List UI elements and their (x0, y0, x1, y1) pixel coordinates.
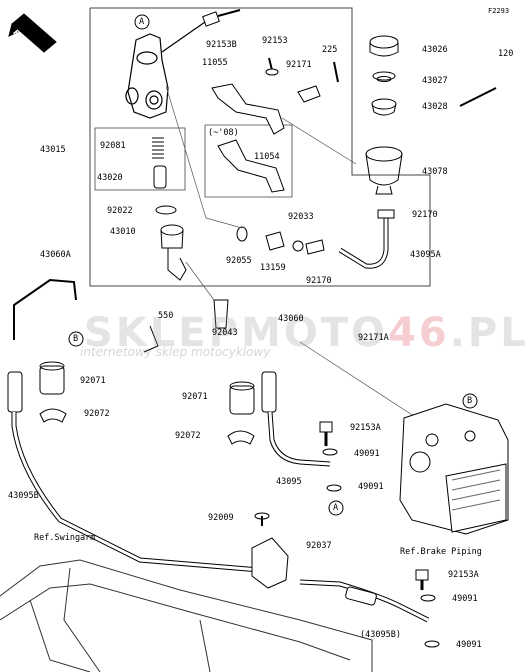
grommet-92071 (39, 361, 255, 415)
piston-kit (152, 137, 167, 189)
label-92153a-a: 92153A (350, 423, 381, 433)
callout-circles (68, 14, 478, 516)
label-92009: 92009 (208, 513, 234, 523)
bracket-inset-box (204, 124, 293, 198)
pin-92043 (213, 299, 229, 329)
swingarm-outline (0, 559, 373, 672)
fitting-13159 (265, 231, 285, 251)
label-43028: 43028 (422, 102, 448, 112)
hose-43095b (7, 371, 261, 573)
hose-43095b-lower (299, 579, 430, 623)
bracket-11055 (211, 83, 285, 135)
label-550: 550 (158, 311, 174, 321)
oring-92055 (236, 226, 248, 242)
watermark-subtitle: internetowy sklep motocyklowy (80, 345, 271, 359)
watermark-logo: SKLEPMOTO46.PL (84, 310, 528, 356)
label-49091-a: 49091 (354, 449, 380, 459)
pipe-43060a (13, 278, 77, 340)
piston-group-box (94, 127, 186, 191)
bracket-11054 (217, 139, 285, 193)
label-43095b-paren: (43095B) (360, 630, 401, 640)
label-43015: 43015 (40, 145, 66, 155)
master-cylinder-body (125, 21, 206, 119)
bolt-92153b-icon (202, 9, 241, 27)
label-43010: 43010 (110, 227, 136, 237)
label-92081: 92081 (100, 141, 126, 151)
label-43095: 43095 (276, 477, 302, 487)
label-92153a-b: 92153A (448, 570, 479, 580)
label-49091-d: 49091 (456, 640, 482, 650)
watermark-part-d: .PL (449, 310, 528, 356)
banjo-bolt-92153a (319, 421, 440, 648)
label-43060a: 43060A (40, 250, 71, 260)
reservoir-parts (365, 35, 403, 195)
label-43095b: 43095B (8, 491, 39, 501)
front-arrow-icon (8, 13, 57, 53)
label-92170-b: 92170 (306, 276, 332, 286)
label-ref-swingarm: Ref.Swingarm (34, 533, 96, 543)
label-92171: 92171 (286, 60, 312, 70)
watermark-part-b: MOTO (240, 310, 389, 356)
hose-43095 (261, 371, 331, 467)
label-92043: 92043 (212, 328, 238, 338)
callout-b-right: B (467, 396, 473, 406)
callout-b-left: B (73, 334, 79, 344)
push-rod-43010 (160, 224, 187, 281)
label-ref-brake-piping: Ref.Brake Piping (400, 547, 482, 557)
clip-92171 (297, 85, 321, 103)
label-92170-a: 92170 (412, 210, 438, 220)
label-92072-a: 92072 (84, 409, 110, 419)
label-43020: 43020 (97, 173, 123, 183)
watermark-part-a: SKLEP (84, 310, 241, 356)
abs-unit (399, 403, 509, 535)
label-11055: 11055 (202, 58, 228, 68)
leader-lines (165, 85, 421, 421)
screw-92153-icon (265, 57, 279, 76)
diagram-code: F2293 (488, 7, 510, 15)
label-92171a: 92171A (358, 333, 389, 343)
label-43026: 43026 (422, 45, 448, 55)
callout-a-top: A (139, 17, 145, 27)
label-92022: 92022 (107, 206, 133, 216)
label-92037: 92037 (306, 541, 332, 551)
clamp-92072 (39, 408, 67, 423)
cotter-550 (143, 325, 159, 353)
label-43027: 43027 (422, 76, 448, 86)
label-92071-a: 92071 (80, 376, 106, 386)
label-92055: 92055 (226, 256, 252, 266)
hose-43095a (338, 214, 389, 269)
clamp-92170 (377, 209, 395, 219)
assembly-outline (89, 7, 431, 287)
bracket-92037 (251, 512, 289, 589)
label-43078: 43078 (422, 167, 448, 177)
label-225: 225 (322, 45, 338, 55)
label-11054: 11054 (254, 152, 280, 162)
label-08: (~'08) (208, 128, 239, 138)
label-92153b: 92153B (206, 40, 237, 50)
washer-92022 (155, 205, 177, 215)
label-92071-b: 92071 (182, 392, 208, 402)
label-120: 120 (498, 49, 514, 59)
label-92153: 92153 (262, 36, 288, 46)
label-92033: 92033 (288, 212, 314, 222)
label-49091-c: 49091 (452, 594, 478, 604)
label-43095a: 43095A (410, 250, 441, 260)
label-43060: 43060 (278, 314, 304, 324)
label-92072-b: 92072 (175, 431, 201, 441)
callout-a-bottom: A (333, 503, 339, 513)
screw-225 (333, 61, 339, 83)
label-49091-b: 49091 (358, 482, 384, 492)
screw-120 (459, 87, 497, 107)
watermark-part-c: 46 (388, 310, 450, 356)
label-13159: 13159 (260, 263, 286, 273)
